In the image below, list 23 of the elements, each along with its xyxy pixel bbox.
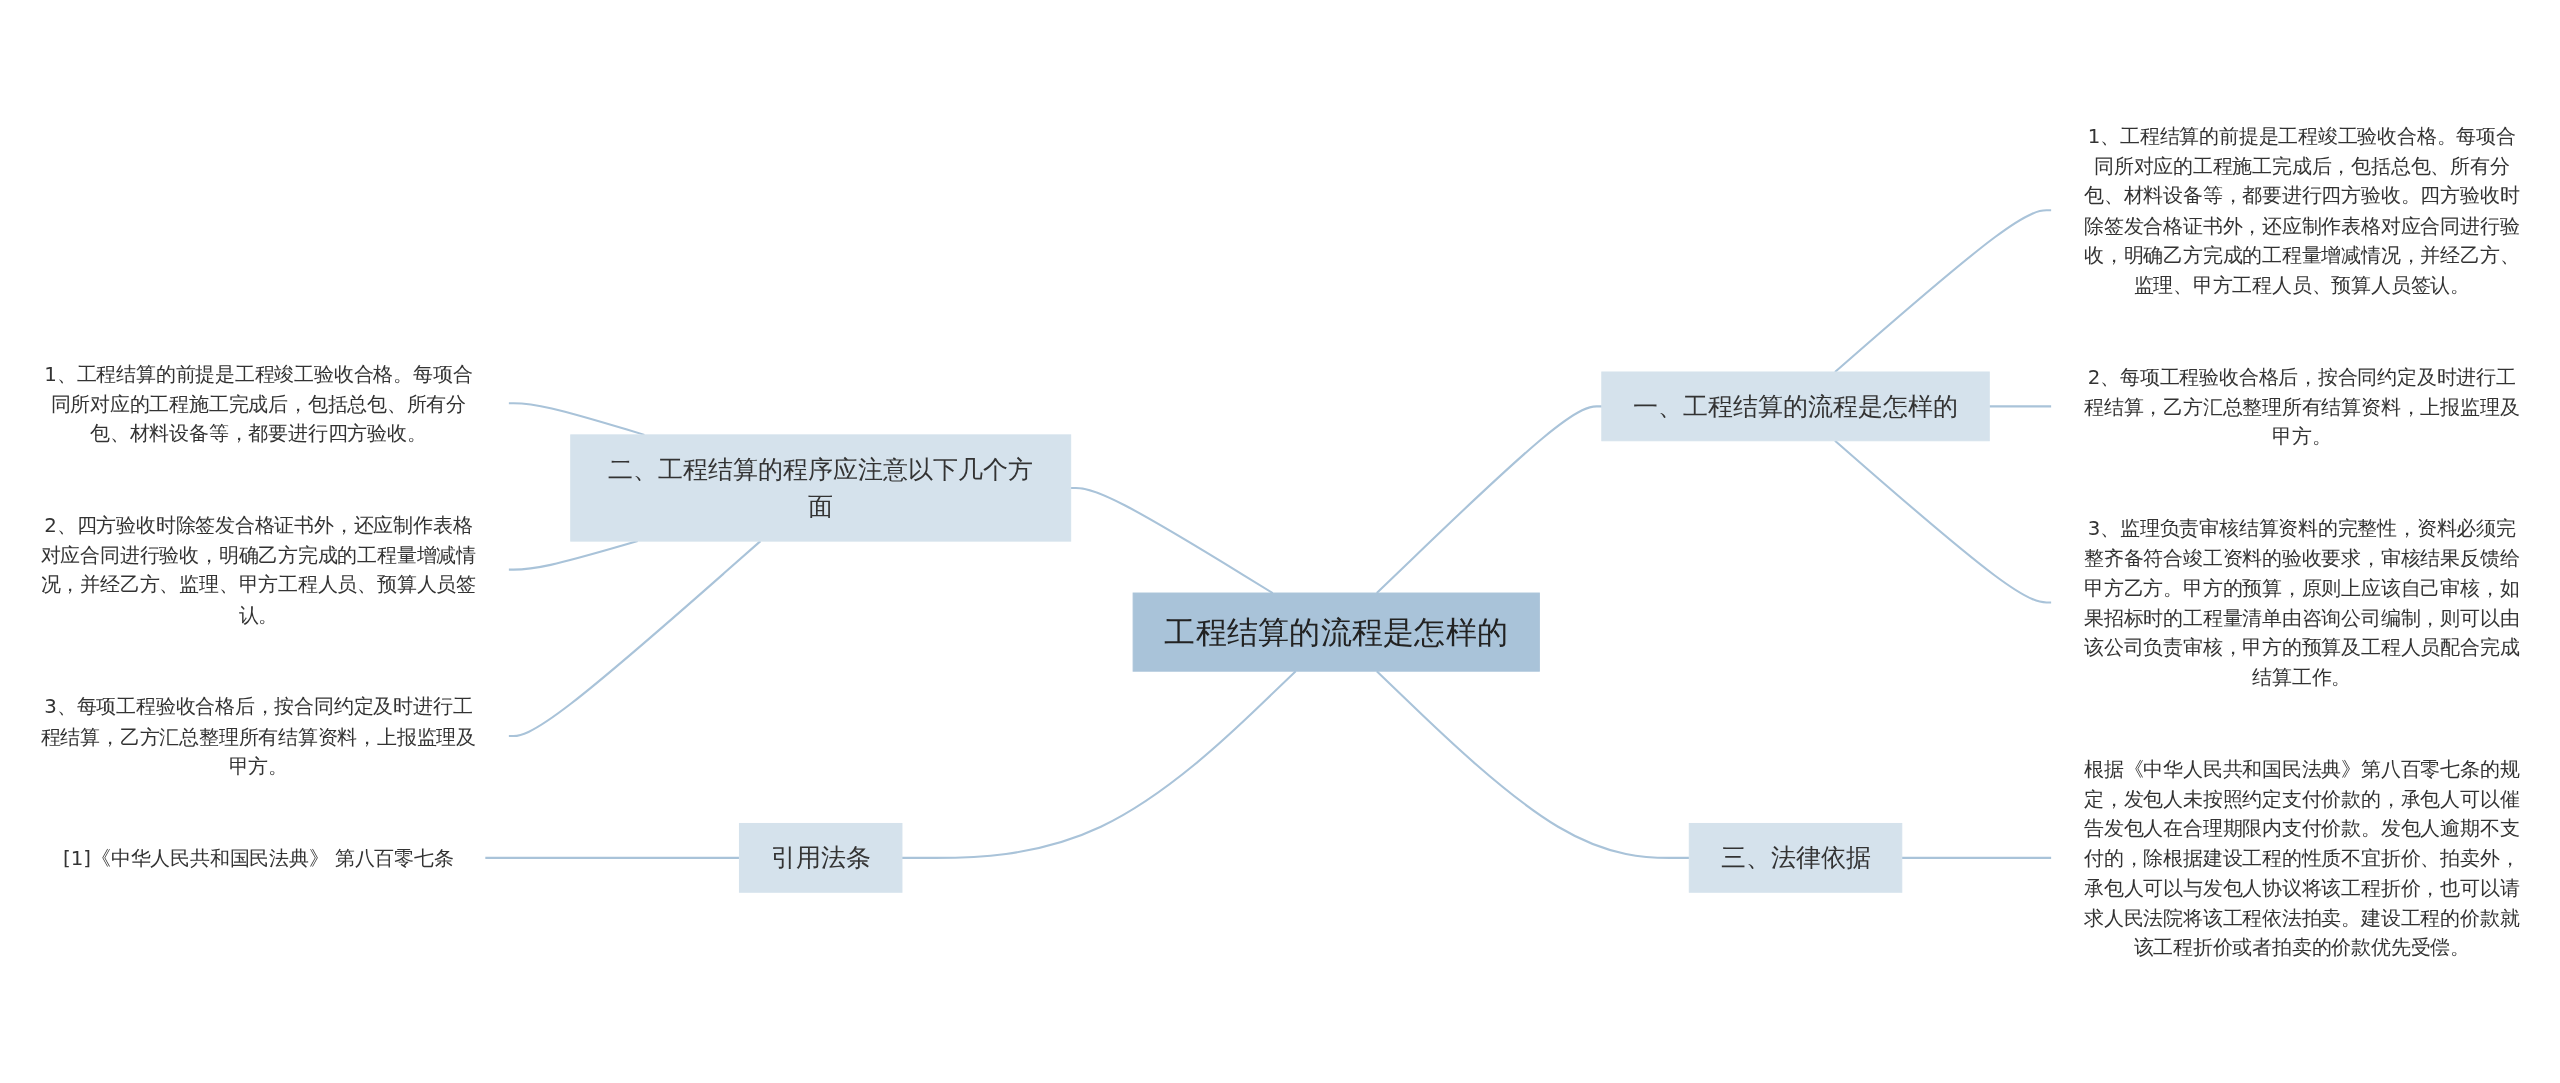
connector — [1901, 856, 2052, 859]
connector — [901, 670, 1297, 859]
node-text: 1、工程结算的前提是工程竣工验收合格。每项合同所对应的工程施工完成后，包括总包、所有分包、材料设备等，都要进行四方验收。四方验收时除签发合格证书外，还应制作表格对应合同进行验收，明确乙方完成的工程量增减情况，并经乙方、监理、甲方工程人员、预算人员签认。 — [2084, 124, 2520, 296]
node-box: 二、工程结算的程序应注意以下几个方面 — [570, 434, 1072, 542]
node-text: [1]《中华人民共和国民法典》 第八百零七条 — [63, 846, 454, 870]
connector — [1070, 486, 1274, 594]
node-box: 引用法条 — [738, 822, 903, 893]
node-text: 根据《中华人民共和国民法典》第八百零七条的规定，发包人未按照约定支付价款的，承包人可以催告发包人在合理期限内支付价款。发包人逾期不支付的，除根据建设工程的性质不宜折价、拍卖外，承包人可以与发包人协议将该工程折价，也可以请求人民法院将该工程依法拍卖。建设工程的价款就该工程折价或者拍卖的价款优先受偿。 — [2084, 757, 2520, 959]
node-text: 2、四方验收时除签发合格证书外，还应制作表格对应合同进行验收，明确乙方完成的工程量增减情况，并经乙方、监理、甲方工程人员、预算人员签认。 — [40, 513, 476, 626]
connector — [1834, 209, 2052, 373]
connector — [1989, 405, 2052, 408]
connector — [508, 540, 762, 738]
node-box: 工程结算的流程是怎样的 — [1132, 592, 1540, 672]
node-text: 2、每项工程验收合格后，按合同约定及时进行工程结算，乙方汇总整理所有结算资料，上报监理及甲方。 — [2084, 364, 2520, 448]
connector — [1376, 405, 1602, 594]
connector — [1376, 670, 1690, 859]
connector — [484, 856, 740, 859]
node-box: 一、工程结算的流程是怎样的 — [1601, 371, 1990, 442]
connector — [1834, 439, 2052, 604]
node-text: 3、每项工程验收合格后，按合同约定及时进行工程结算，乙方汇总整理所有结算资料，上报监理及甲方。 — [40, 694, 476, 777]
node-text: 1、工程结算的前提是工程竣工验收合格。每项合同所对应的工程施工完成后，包括总包、所有分包、材料设备等，都要进行四方验收。 — [44, 361, 473, 445]
node-box: 三、法律依据 — [1688, 822, 1903, 893]
node-text: 3、监理负责审核结算资料的完整性，资料必须完整齐备符合竣工资料的验收要求，审核结果反馈给甲方乙方。甲方的预算，原则上应该自己审核，如果招标时的工程量清单由咨询公司编制，则可以由该公司负责审核，甲方的预算及工程人员配合完成结算工作。 — [2084, 516, 2520, 688]
